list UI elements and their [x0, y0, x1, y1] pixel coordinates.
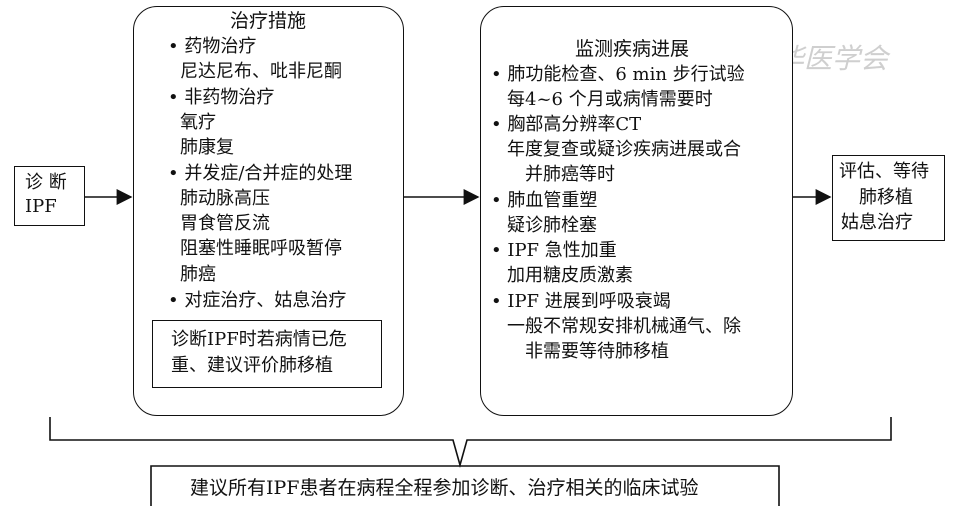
monitoring-item: 非需要等待肺移植	[525, 341, 669, 362]
outcome-line2: 肺移植	[859, 187, 913, 208]
outcome-line1: 评估、等待	[839, 161, 929, 182]
monitoring-item: 每4~6 个月或病情需要时	[507, 89, 713, 110]
monitoring-item: 疑诊肺栓塞	[507, 215, 597, 236]
bracket	[49, 417, 892, 468]
treatment-item: 尼达尼布、吡非尼酮	[180, 61, 342, 82]
diagnose-ipf-label: IPF	[25, 196, 57, 217]
diagnose-box: 诊 断 IPF	[14, 166, 85, 226]
treatment-item: 肺癌	[180, 264, 216, 285]
clinical-trial-recommendation: 建议所有IPF患者在病程全程参加诊断、治疗相关的临床试验	[190, 477, 699, 499]
treatment-box: 治疗措施 • 药物治疗 尼达尼布、吡非尼酮 • 非药物治疗 氧疗 肺康复 • 并…	[133, 6, 404, 416]
bottom-box-outline	[150, 465, 780, 506]
monitoring-item: 并肺癌等时	[525, 164, 615, 185]
monitoring-item: • 肺血管重塑	[491, 190, 598, 211]
diagnose-label: 诊 断	[25, 172, 67, 193]
monitoring-item: • IPF 急性加重	[491, 240, 617, 261]
treatment-item: • 药物治疗	[168, 36, 257, 57]
treatment-item: 肺动脉高压	[180, 188, 270, 209]
transplant-note-line1: 诊断IPF时若病情已危	[171, 329, 347, 350]
treatment-item: • 对症治疗、姑息治疗	[168, 290, 347, 311]
treatment-item: 氧疗	[180, 112, 216, 133]
monitoring-item: • 胸部高分辨率CT	[491, 114, 642, 135]
monitoring-item: 年度复查或疑诊疾病进展或合	[507, 139, 741, 160]
treatment-item: • 非药物治疗	[168, 87, 275, 108]
transplant-note-box: 诊断IPF时若病情已危 重、建议评价肺移植	[152, 320, 382, 388]
monitoring-item: • IPF 进展到呼吸衰竭	[491, 291, 671, 312]
treatment-item: 胃食管反流	[180, 213, 270, 234]
monitoring-item: • 肺功能检查、6 min 步行试验	[491, 64, 745, 85]
monitoring-box: 监测疾病进展 • 肺功能检查、6 min 步行试验 每4~6 个月或病情需要时 …	[480, 6, 793, 416]
treatment-title: 治疗措施	[230, 10, 307, 32]
monitoring-item: 一般不常规安排机械通气、除	[507, 316, 741, 337]
transplant-note-line2: 重、建议评价肺移植	[171, 355, 333, 376]
treatment-item: 肺康复	[180, 137, 234, 158]
monitoring-item: 加用糖皮质激素	[507, 265, 633, 286]
outcome-line3: 姑息治疗	[841, 212, 913, 233]
outcome-box: 评估、等待 肺移植 姑息治疗	[832, 155, 945, 241]
treatment-item: • 并发症/合并症的处理	[168, 163, 353, 184]
monitoring-title: 监测疾病进展	[575, 38, 690, 60]
treatment-item: 阻塞性睡眠呼吸暂停	[180, 238, 342, 259]
